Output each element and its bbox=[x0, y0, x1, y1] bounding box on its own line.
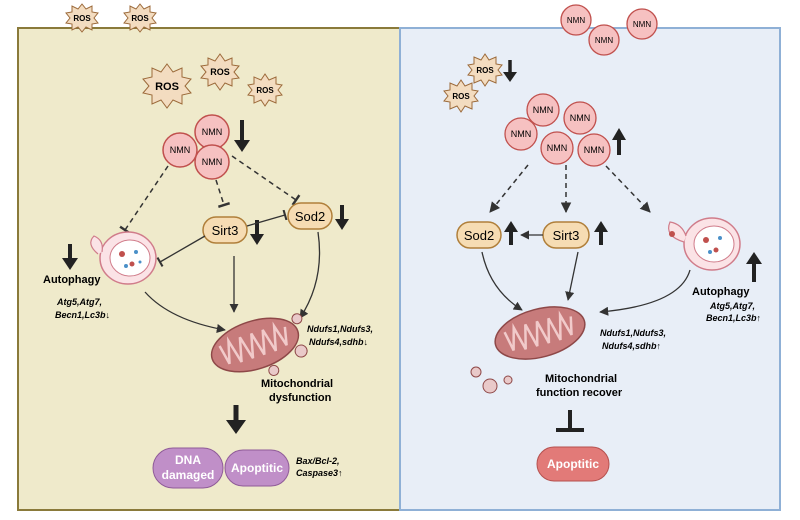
svg-text:Sod2: Sod2 bbox=[295, 209, 325, 224]
autophagosome-icon bbox=[668, 217, 741, 271]
mito-dysfunction-1: Mitochondrial bbox=[261, 378, 333, 390]
ros-burst-icon: ROS bbox=[467, 53, 503, 87]
up-arrow-icon bbox=[594, 221, 608, 245]
nmn-molecule-icon: NMN bbox=[577, 133, 611, 167]
activate-line bbox=[605, 165, 651, 213]
ros-burst-icon: ROS bbox=[247, 73, 283, 107]
nmn-molecule-icon: NMN bbox=[588, 24, 620, 56]
arrow bbox=[481, 251, 523, 311]
sirt3-node: Sirt3 bbox=[542, 221, 590, 249]
ndufs-left-1: Ndufs1,Ndufs3, bbox=[307, 324, 373, 334]
left-panel bbox=[17, 27, 401, 511]
ros-burst-icon: ROS bbox=[142, 63, 192, 109]
ros-label: ROS bbox=[256, 86, 274, 95]
svg-text:NMN: NMN bbox=[547, 143, 568, 153]
down-arrow-icon bbox=[503, 60, 517, 82]
mito-dysfunction-2: dysfunction bbox=[269, 392, 332, 404]
nmn-molecule-icon: NMN bbox=[504, 117, 538, 151]
autophagy-genes-left-2: Becn1,Lc3b↓ bbox=[55, 310, 110, 320]
mito-fragment bbox=[482, 378, 498, 394]
nmn-molecule-icon: NMN bbox=[194, 114, 230, 150]
down-arrow-icon bbox=[234, 120, 250, 152]
up-arrow-icon bbox=[746, 252, 762, 282]
up-arrow-icon bbox=[504, 221, 518, 245]
down-arrow-icon bbox=[226, 405, 246, 434]
svg-text:NMN: NMN bbox=[202, 127, 223, 137]
ros-burst-icon: ROS bbox=[443, 79, 479, 113]
sirt3-node: Sirt3 bbox=[202, 216, 248, 244]
bax-2: Caspase3↑ bbox=[296, 468, 343, 478]
ndufs-right-2: Ndufs4,sdhb↑ bbox=[602, 341, 661, 351]
svg-text:NMN: NMN bbox=[202, 157, 223, 167]
svg-text:ROS: ROS bbox=[452, 92, 470, 101]
svg-text:NMN: NMN bbox=[633, 20, 651, 29]
down-arrow-icon bbox=[62, 244, 78, 270]
nmn-molecule-icon: NMN bbox=[540, 131, 574, 165]
autophagy-genes-right-2: Becn1,Lc3b↑ bbox=[706, 313, 761, 323]
mitochondrion-icon bbox=[210, 313, 308, 376]
ros-burst-icon: ROS bbox=[200, 53, 240, 91]
ros-label: ROS bbox=[131, 14, 149, 23]
sod2-node: Sod2 bbox=[287, 202, 333, 230]
ros-label: ROS bbox=[155, 81, 179, 93]
arrow bbox=[144, 291, 226, 334]
nmn-molecule-icon: NMN bbox=[563, 101, 597, 135]
autophagy-label-left: Autophagy bbox=[43, 274, 101, 286]
svg-text:NMN: NMN bbox=[533, 105, 554, 115]
autophagy-genes-right-1: Atg5,Atg7, bbox=[709, 301, 755, 311]
ndufs-right-1: Ndufs1,Ndufs3, bbox=[600, 328, 666, 338]
svg-text:NMN: NMN bbox=[570, 113, 591, 123]
svg-text:Sirt3: Sirt3 bbox=[553, 228, 580, 243]
down-arrow-icon bbox=[335, 205, 349, 230]
svg-text:NMN: NMN bbox=[170, 145, 191, 155]
inhibit-line bbox=[231, 155, 301, 206]
arrow bbox=[599, 269, 691, 316]
inhibit-line bbox=[246, 209, 288, 227]
up-arrow-icon bbox=[612, 128, 626, 155]
apoptitic-pill-right: Apoptitic bbox=[536, 446, 610, 482]
ros-label: ROS bbox=[73, 14, 91, 23]
nmn-molecule-icon: NMN bbox=[626, 8, 658, 40]
svg-text:Sod2: Sod2 bbox=[464, 228, 494, 243]
svg-text:NMN: NMN bbox=[595, 36, 613, 45]
mito-fragment bbox=[503, 375, 513, 385]
mito-recover-1: Mitochondrial bbox=[545, 373, 617, 385]
svg-text:NMN: NMN bbox=[584, 145, 605, 155]
mito-fragment bbox=[470, 366, 482, 378]
sod2-node: Sod2 bbox=[456, 221, 502, 249]
inhibit-line bbox=[215, 179, 231, 208]
ros-burst-icon: ROS bbox=[123, 3, 157, 33]
svg-text:Sirt3: Sirt3 bbox=[212, 223, 239, 238]
ndufs-left-2: Ndufs4,sdhb↓ bbox=[309, 337, 368, 347]
svg-text:damaged: damaged bbox=[162, 468, 215, 482]
autophagy-label-right: Autophagy bbox=[692, 286, 750, 298]
nmn-molecule-icon: NMN bbox=[526, 93, 560, 127]
svg-text:DNA: DNA bbox=[175, 453, 201, 467]
nmn-molecule-icon: NMN bbox=[162, 132, 198, 168]
nmn-molecule-icon: NMN bbox=[194, 144, 230, 180]
ros-burst-icon: ROS bbox=[65, 3, 99, 33]
autophagosome-icon bbox=[90, 231, 157, 285]
mito-recover-2: function recover bbox=[536, 387, 623, 399]
svg-text:NMN: NMN bbox=[511, 129, 532, 139]
inhibit-line bbox=[156, 235, 206, 268]
nmn-molecule-icon: NMN bbox=[560, 4, 592, 36]
arrow bbox=[565, 251, 579, 301]
activate-line bbox=[489, 164, 529, 213]
svg-text:ROS: ROS bbox=[476, 66, 494, 75]
ros-label: ROS bbox=[210, 67, 230, 77]
arrow bbox=[299, 231, 321, 319]
autophagy-genes-left-1: Atg5,Atg7, bbox=[56, 297, 102, 307]
inhibit-line bbox=[119, 165, 169, 235]
dna-damaged-pill: DNA damaged bbox=[152, 447, 224, 489]
mitochondrion-icon bbox=[494, 306, 586, 360]
apoptitic-pill-left: Apoptitic bbox=[224, 449, 290, 487]
inhibit-icon bbox=[556, 410, 584, 432]
svg-text:NMN: NMN bbox=[567, 16, 585, 25]
bax-1: Bax/Bcl-2, bbox=[296, 456, 340, 466]
svg-text:Apoptitic: Apoptitic bbox=[547, 457, 599, 471]
svg-text:Apoptitic: Apoptitic bbox=[231, 461, 283, 475]
